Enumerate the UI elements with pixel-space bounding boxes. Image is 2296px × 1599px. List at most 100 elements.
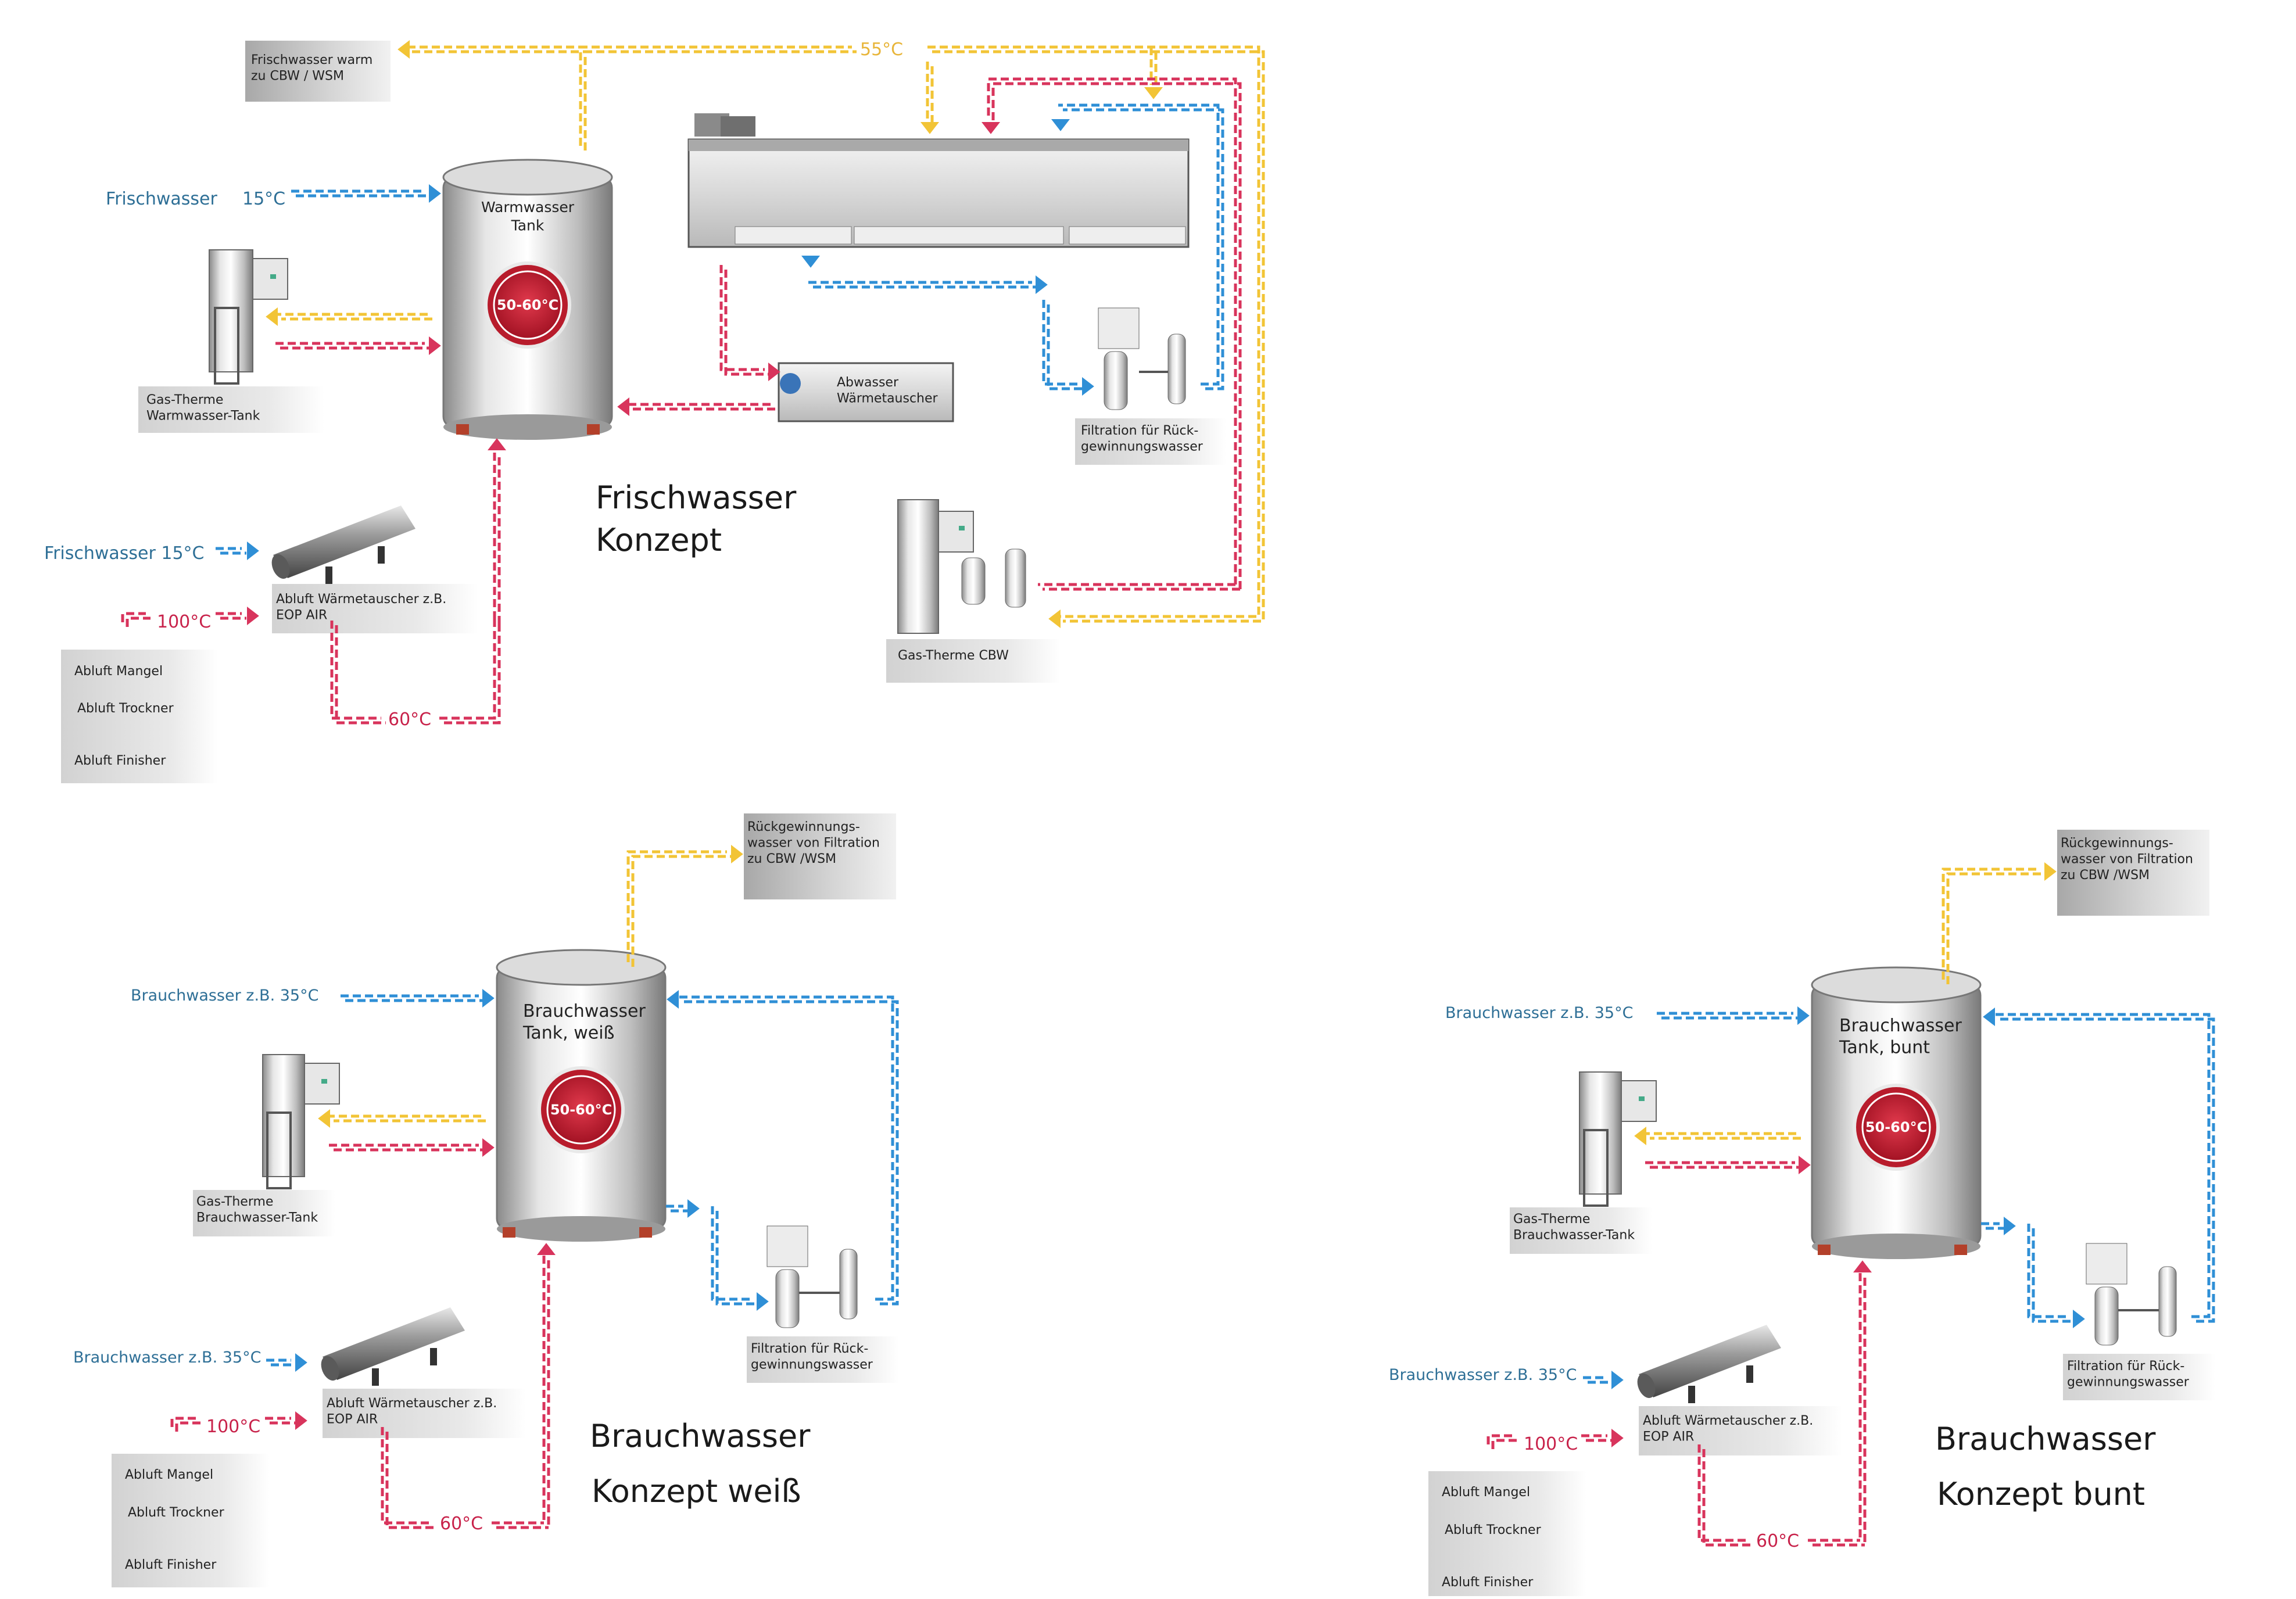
temp-60-label: 60°C [1756,1531,1799,1551]
service-water-label: Brauchwasser z.B. 35°C [1445,1004,1633,1022]
abluft-item: Abluft Mangel [125,1468,213,1482]
pipe [1697,1444,1747,1542]
arrow-up-icon [488,438,506,450]
tank-temp: 50-60°C [1865,1119,1927,1135]
exhaust-heat-exchanger: Abluft Wärmetauscher z.B.EOP AIR [321,1307,526,1438]
pipe [439,619,496,720]
pipe [1042,300,1079,386]
pipe [1047,304,1083,390]
exhaust-sources: Abluft Mangel Abluft Trockner Abluft Fin… [112,1454,270,1587]
arrow-left-icon [266,307,278,326]
pipe [2027,1224,2069,1318]
abluft-item: Abluft Trockner [77,701,174,716]
arrow-right-icon [1082,377,1094,396]
pipe [991,82,1242,589]
pipe [126,616,151,627]
filtration-unit: Filtration für Rück-gewinnungswasser [747,1225,899,1383]
title-line-2: Konzept bunt [1937,1476,2145,1512]
pipe-lines [121,40,2215,1547]
arrow-right-icon [482,989,495,1008]
pipe [330,621,381,720]
arrow-up-icon [1853,1260,1872,1272]
fresh-water-label: Frischwasser [106,189,218,209]
pipe [1998,1017,2215,1323]
gas-boiler-cbw-label: Gas-Therme CBW [898,648,1009,663]
arrow-left-icon [397,40,410,59]
title-line-1: Brauchwasser [1935,1421,2156,1457]
pipe [444,624,501,725]
arrow-right-icon [1611,1429,1624,1447]
arrow-right-icon [2004,1217,2016,1235]
arrow-left-icon [318,1109,330,1128]
service-water-label: Brauchwasser z.B. 35°C [131,987,318,1005]
temp-100-label: 100°C [1524,1434,1578,1454]
pipe [719,265,765,371]
abluft-item: Abluft Mangel [1442,1485,1530,1500]
title-line-2: Konzept weiß [592,1473,801,1510]
pipe [724,270,769,376]
filtration-unit: Filtration für Rück-gewinnungswasser [2063,1243,2215,1400]
abluft-item: Abluft Finisher [125,1558,217,1572]
pipe [1702,1449,1751,1547]
pipe [170,1417,198,1427]
exhaust-sources-top: Abluft Mangel Abluft Trockner Abluft Fin… [61,650,218,783]
arrow-down-icon [920,122,939,134]
arrow-right-icon [2044,862,2057,881]
pipe [932,50,1265,623]
arrow-right-icon [1036,275,1048,294]
temp-60-label: 60°C [440,1514,483,1534]
arrow-right-icon [757,1292,769,1311]
gas-boiler-cbw: Gas-Therme CBW [886,499,1061,683]
pipe [381,1427,431,1525]
eop-label: Abluft Wärmetauscher z.B.EOP AIR [1643,1414,1813,1444]
exhaust-heat-exchanger: Abluft Wärmetauscher z.B.EOP AIR [1637,1325,1842,1455]
arrow-right-icon [295,1411,307,1430]
arrow-down-icon [1051,119,1070,131]
pipe [175,1421,203,1432]
filtration-unit-top: Filtration für Rück-gewinnungswasser [1075,307,1226,465]
temp-100-label: 100°C [157,612,211,632]
filtration-label: Filtration für Rück-gewinnungswasser [2067,1359,2190,1390]
arrow-down-icon [982,122,1000,134]
arrow-left-icon [667,990,679,1009]
abluft-item: Abluft Trockner [128,1505,225,1520]
arrow-right-icon [429,184,441,203]
arrow-right-icon [482,1138,495,1157]
arrow-left-icon [1983,1008,1995,1026]
pipe [121,612,146,622]
pipe [1491,1439,1519,1449]
abluft-item: Abluft Trockner [1445,1523,1542,1537]
pipe [2032,1228,2074,1323]
arrow-right-icon [731,845,743,863]
eop-label-top: Abluft Wärmetauscher z.B.EOP AIR [276,592,446,623]
arrow-right-icon [687,1199,700,1218]
arrow-left-icon [1048,610,1061,628]
pipe [678,995,894,1301]
arrow-right-icon [1797,1006,1810,1025]
arrow-right-icon [247,607,259,625]
pipe [682,1000,899,1306]
title-line-1: Frischwasser [596,479,797,516]
arrow-right-icon [429,336,441,355]
abluft-item: Abluft Finisher [74,754,166,768]
pipe [711,1206,753,1301]
